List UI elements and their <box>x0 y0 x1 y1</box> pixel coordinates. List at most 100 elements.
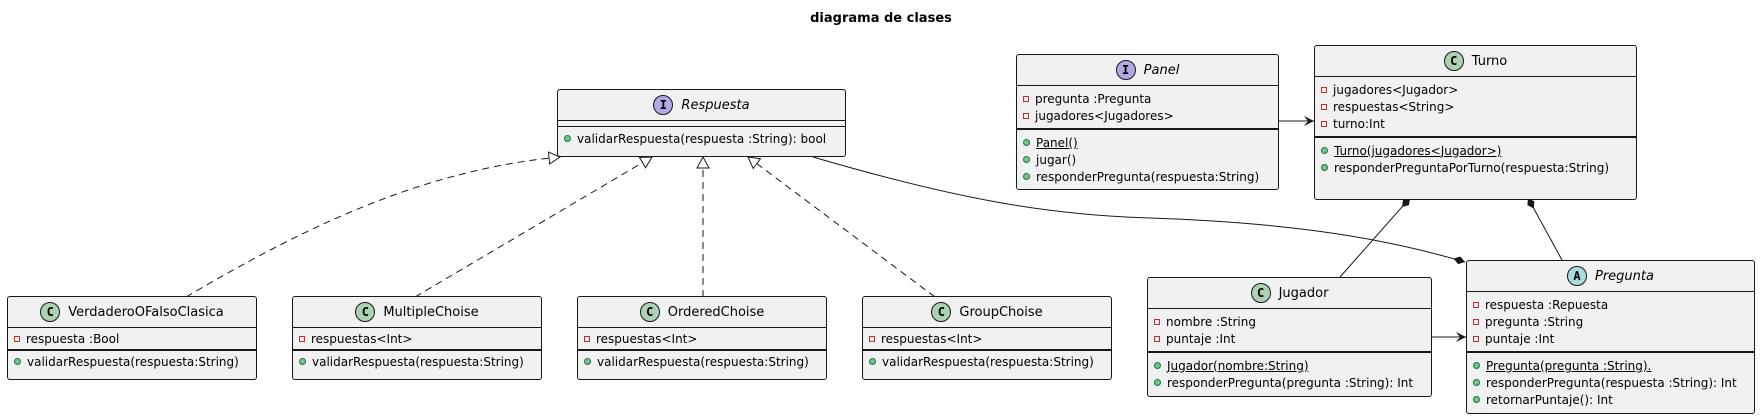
method-row: validarRespuesta(respuesta:String) <box>8 353 256 370</box>
class-badge-icon: C <box>40 302 61 322</box>
attributes-section: nombre :String puntaje :Int <box>1148 308 1431 351</box>
class-name: VerdaderoOFalsoClasica <box>68 304 224 320</box>
public-icon <box>1023 156 1030 163</box>
methods-section: Panel() jugar() responderPregunta(respue… <box>1017 128 1278 189</box>
public-icon <box>1023 139 1030 146</box>
public-icon <box>1321 164 1328 171</box>
attribute-row: respuestas<Int> <box>293 330 541 347</box>
methods-section: validarRespuesta(respuesta :String): boo… <box>558 126 845 151</box>
class-name: MultipleChoise <box>383 304 479 320</box>
public-icon <box>1473 362 1480 369</box>
class-ordered-choise[interactable]: C OrderedChoise respuestas<Int> validarR… <box>577 296 827 380</box>
method-row: responderPregunta(pregunta :String): Int <box>1148 374 1431 391</box>
diagram-title: diagrama de clases <box>810 11 952 26</box>
private-icon <box>1023 112 1029 119</box>
class-group-choise[interactable]: C GroupChoise respuestas<Int> validarRes… <box>862 296 1112 380</box>
public-icon <box>299 358 306 365</box>
attributes-section: respuestas<Int> <box>863 327 1111 349</box>
method-row: jugar() <box>1017 151 1278 168</box>
method-row: validarRespuesta(respuesta:String) <box>578 353 826 370</box>
class-multiple-choise[interactable]: C MultipleChoise respuestas<Int> validar… <box>292 296 542 380</box>
attribute-row: puntaje :Int <box>1148 330 1431 347</box>
method-row: responderPregunta(respuesta :String): In… <box>1467 374 1754 391</box>
public-icon <box>1473 396 1480 403</box>
class-name: Turno <box>1471 53 1508 69</box>
realization-verdadero <box>185 151 562 298</box>
class-badge-icon: C <box>639 302 660 322</box>
attribute-row: jugadores<Jugador> <box>1315 81 1636 98</box>
public-icon <box>1321 147 1328 154</box>
methods-section: Pregunta(pregunta :String). responderPre… <box>1467 351 1754 412</box>
attribute-row: respuesta :Bool <box>8 330 256 347</box>
private-icon <box>1473 301 1479 308</box>
attribute-row: respuesta :Repuesta <box>1467 296 1754 313</box>
class-name: Panel <box>1143 62 1180 78</box>
class-turno[interactable]: C Turno jugadores<Jugador> respuestas<St… <box>1314 45 1637 200</box>
public-icon <box>869 358 876 365</box>
class-badge-icon: C <box>355 302 376 322</box>
method-row: Panel() <box>1017 134 1278 151</box>
class-jugador[interactable]: C Jugador nombre :String puntaje :Int Ju… <box>1147 277 1432 397</box>
method-row: Pregunta(pregunta :String). <box>1467 357 1754 374</box>
class-verdadero-o-falso-clasica[interactable]: C VerdaderoOFalsoClasica respuesta :Bool… <box>7 296 257 380</box>
private-icon <box>299 335 305 342</box>
methods-section: validarRespuesta(respuesta:String) <box>578 349 826 372</box>
method-row: responderPreguntaPorTurno(respuesta:Stri… <box>1315 159 1636 176</box>
class-respuesta[interactable]: I Respuesta validarRespuesta(respuesta :… <box>557 89 846 157</box>
composition-pregunta-turno <box>1527 197 1563 261</box>
private-icon <box>1154 335 1160 342</box>
private-icon <box>584 335 590 342</box>
composition-jugador-turno <box>1339 197 1411 278</box>
attribute-row: jugadores<Jugadores> <box>1017 107 1278 124</box>
methods-section: validarRespuesta(respuesta:String) <box>293 349 541 372</box>
interface-badge-icon: I <box>1115 60 1136 80</box>
interface-badge-icon: I <box>653 95 674 115</box>
abstract-badge-icon: A <box>1567 266 1587 286</box>
attribute-row: respuestas<String> <box>1315 98 1636 115</box>
attributes-section: respuestas<Int> <box>293 327 541 349</box>
public-icon <box>584 358 591 365</box>
method-row: validarRespuesta(respuesta:String) <box>863 353 1111 370</box>
private-icon <box>14 335 20 342</box>
class-name: Pregunta <box>1595 268 1654 284</box>
methods-section: Turno(jugadores<Jugador>) responderPregu… <box>1315 136 1636 180</box>
attributes-section: respuesta :Repuesta pregunta :String pun… <box>1467 291 1754 351</box>
public-icon <box>1154 362 1161 369</box>
method-row: Jugador(nombre:String) <box>1148 357 1431 374</box>
public-icon <box>1023 173 1030 180</box>
realization-group <box>747 156 936 298</box>
class-badge-icon: C <box>1443 51 1464 71</box>
class-panel[interactable]: I Panel pregunta :Pregunta jugadores<Jug… <box>1016 54 1279 190</box>
public-icon <box>1473 379 1480 386</box>
attribute-row: nombre :String <box>1148 313 1431 330</box>
public-icon <box>564 135 571 142</box>
private-icon <box>1154 318 1160 325</box>
class-badge-icon: C <box>931 302 952 322</box>
methods-section: Jugador(nombre:String) responderPregunta… <box>1148 351 1431 395</box>
attributes-section: respuesta :Bool <box>8 327 256 349</box>
private-icon <box>869 335 875 342</box>
method-row: validarRespuesta(respuesta :String): boo… <box>558 130 845 147</box>
methods-section: validarRespuesta(respuesta:String) <box>863 349 1111 372</box>
private-icon <box>1321 103 1327 110</box>
public-icon <box>14 358 21 365</box>
attribute-row: pregunta :String <box>1467 313 1754 330</box>
class-pregunta[interactable]: A Pregunta respuesta :Repuesta pregunta … <box>1466 260 1755 414</box>
class-badge-icon: C <box>1250 283 1271 303</box>
attributes-section: jugadores<Jugador> respuestas<String> tu… <box>1315 76 1636 136</box>
method-row: Turno(jugadores<Jugador>) <box>1315 142 1636 159</box>
class-name: OrderedChoise <box>667 304 765 320</box>
class-name: GroupChoise <box>959 304 1043 320</box>
composition-respuesta-pregunta <box>812 156 1466 265</box>
class-name: Jugador <box>1278 285 1329 301</box>
attribute-row: pregunta :Pregunta <box>1017 90 1278 107</box>
private-icon <box>1473 318 1479 325</box>
attribute-row: turno:Int <box>1315 115 1636 132</box>
private-icon <box>1023 95 1029 102</box>
attributes-section: pregunta :Pregunta jugadores<Jugadores> <box>1017 85 1278 128</box>
realization-multiple <box>414 156 653 298</box>
attributes-section <box>558 120 845 126</box>
class-name: Respuesta <box>681 97 750 113</box>
public-icon <box>1154 379 1161 386</box>
